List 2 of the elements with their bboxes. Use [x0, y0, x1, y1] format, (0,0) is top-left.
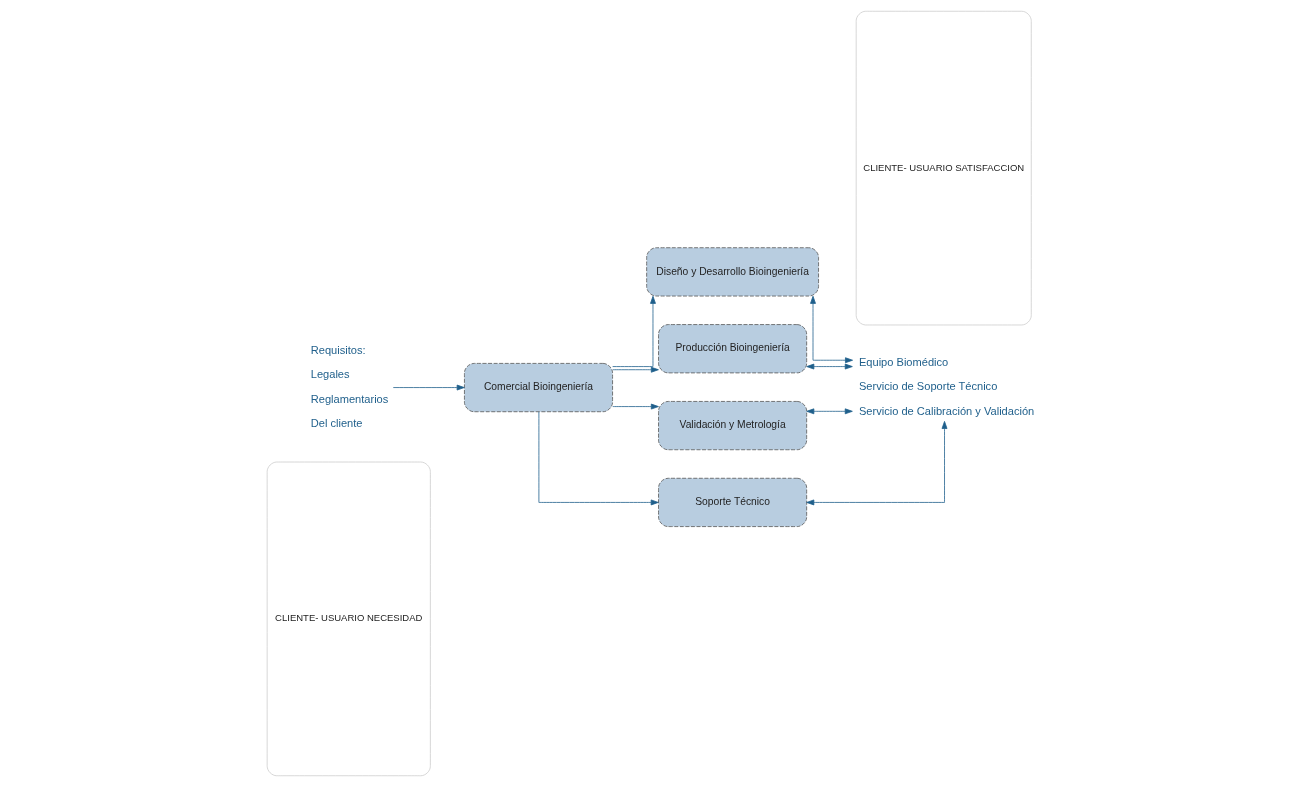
node-text: Equipo Biomédico Servicio de Soporte Técnico Servicio de Calibración y Validación: [858, 355, 1035, 418]
node-text: Requisitos: Legales Reglamentarios Del cliente: [310, 343, 389, 430]
